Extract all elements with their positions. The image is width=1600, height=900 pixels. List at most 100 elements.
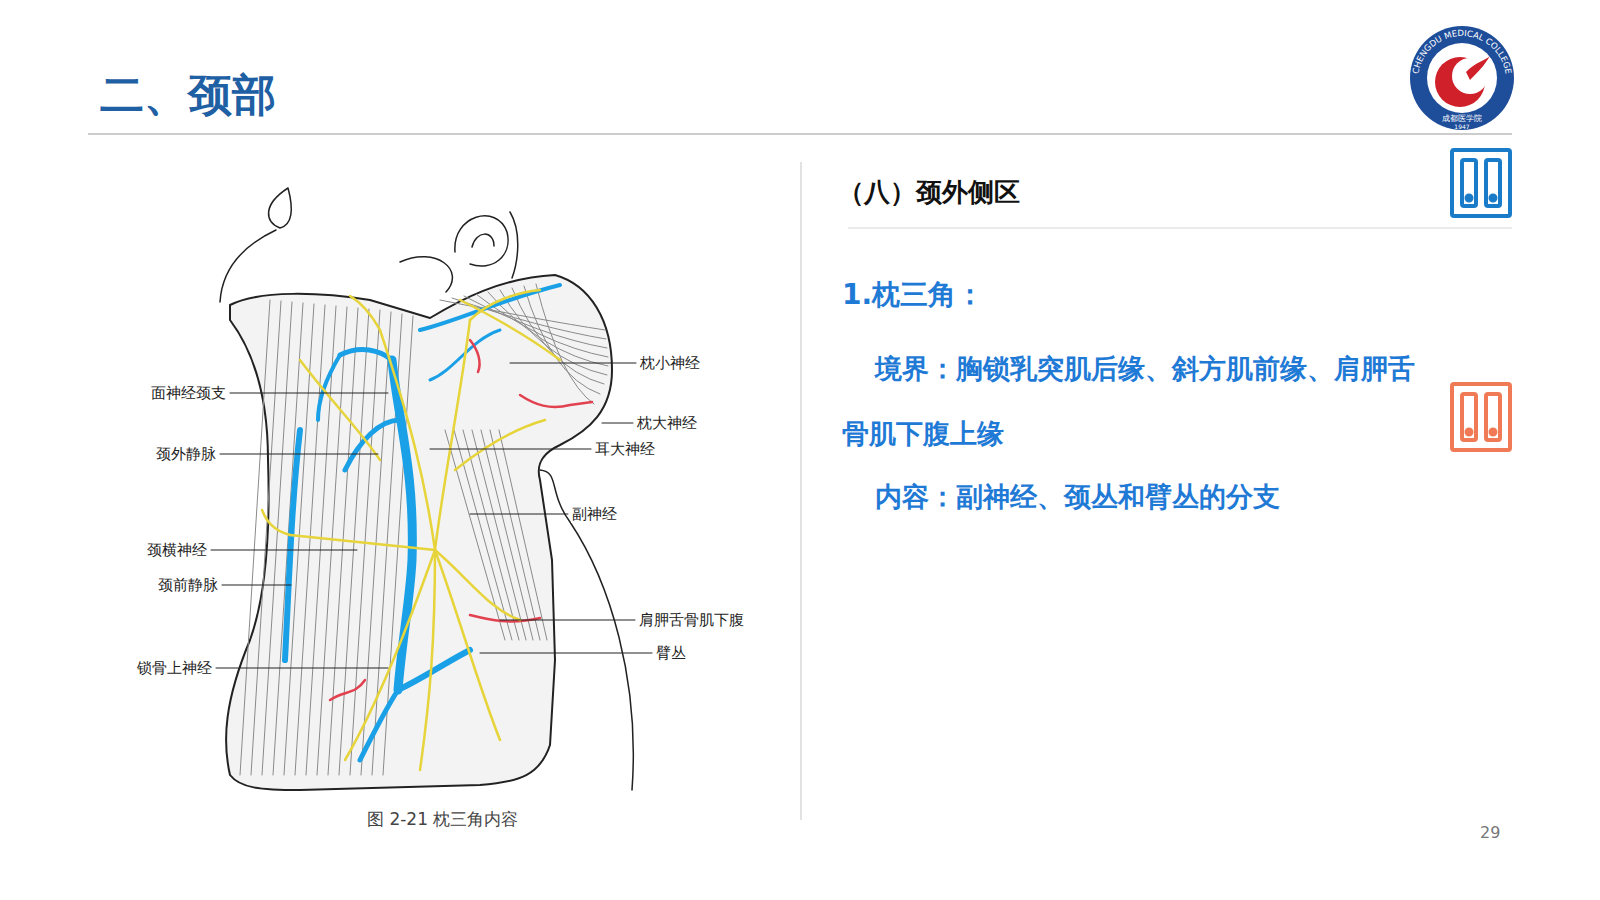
nerve <box>435 550 500 740</box>
head-outline <box>220 230 276 302</box>
structure-label: 锁骨上神经 <box>136 659 213 677</box>
leader-line <box>220 454 378 455</box>
figure-caption: 图 2-21 枕三角内容 <box>367 808 518 831</box>
nerve <box>345 550 435 760</box>
nerve <box>300 360 380 460</box>
leader-line <box>510 363 636 364</box>
dissection-field <box>226 275 612 790</box>
section-heading: （八）颈外侧区 <box>838 175 1020 210</box>
divider <box>800 162 801 820</box>
muscle-fibre <box>454 430 512 640</box>
neck-illustration <box>211 188 652 790</box>
boundary-text: 境界：胸锁乳突肌后缘、斜方肌前缘、肩胛舌骨肌下腹上缘 <box>842 336 1422 466</box>
leader-line <box>602 423 633 424</box>
logo-text: CHENGDU MEDICAL COLLEGE <box>1410 28 1513 75</box>
nerve <box>262 510 290 535</box>
nerve <box>290 535 435 550</box>
page-number: 29 <box>1480 823 1500 842</box>
leader-line <box>480 653 652 654</box>
artery <box>470 340 480 372</box>
section-rule <box>848 227 1512 228</box>
nerve <box>380 330 435 550</box>
muscle-fibre <box>536 284 594 404</box>
leader-lines <box>211 363 652 668</box>
muscle-fibre <box>284 304 314 775</box>
icon-frame <box>1452 384 1510 450</box>
sternocleidomastoid-fibres <box>240 300 413 775</box>
deep-muscle-fibres <box>445 430 547 640</box>
structure-label: 肩胛舌骨肌下腹 <box>638 611 745 629</box>
structure-label: 颈外静脉 <box>155 445 217 463</box>
nerves <box>262 290 560 770</box>
muscle-fibre <box>464 296 607 348</box>
logo-ring <box>1410 26 1514 130</box>
muscle-fibre <box>240 300 270 775</box>
icon-dot <box>1491 196 1496 201</box>
college-logo: CHENGDU MEDICAL COLLEGE 成都医学院 1947 <box>1410 26 1514 130</box>
logo-bird <box>1466 56 1490 80</box>
vein-branch <box>340 350 392 360</box>
muscle-fibre <box>262 302 292 775</box>
structure-label: 面神经颈支 <box>150 384 227 402</box>
trapezius-fibres <box>440 284 608 404</box>
leader-line <box>211 550 357 551</box>
head-outline <box>400 212 518 292</box>
structure-label: 臂丛 <box>655 644 687 662</box>
icon-bar <box>1462 394 1476 440</box>
logo-inner <box>1427 43 1497 113</box>
muscle-fibre <box>500 290 607 375</box>
icon-bar <box>1486 160 1500 206</box>
vein-branch <box>360 690 398 760</box>
anterior-jugular-vein <box>285 430 300 660</box>
chin-outline <box>269 188 292 228</box>
structure-label: 副神经 <box>571 505 618 523</box>
artery <box>520 395 592 407</box>
muscle-fibre <box>524 286 600 394</box>
arteries <box>330 340 592 700</box>
structure-label: 耳大神经 <box>594 440 656 458</box>
subheading: 1.枕三角： <box>842 276 984 314</box>
muscle-fibre <box>499 430 547 640</box>
ear-outline <box>455 216 508 266</box>
structure-label: 枕大神经 <box>636 414 698 432</box>
leader-line <box>470 514 568 515</box>
title-rule <box>88 133 1512 134</box>
nerve <box>435 550 520 620</box>
muscle-fibre <box>295 305 325 775</box>
vein-branch <box>398 650 470 690</box>
leader-line <box>230 393 388 394</box>
slide-title: 二、颈部 <box>100 66 276 125</box>
icon-orange <box>1452 384 1510 450</box>
nerve <box>350 296 380 330</box>
vein-branch <box>420 285 560 330</box>
icon-frame <box>1452 150 1510 216</box>
accessory-nerve <box>455 420 545 470</box>
structure-label: 颈前静脉 <box>157 576 219 594</box>
muscle-fibre <box>452 298 606 339</box>
logo-year: 1947 <box>1454 123 1469 130</box>
logo-text: CHENGDU MEDICAL COLLEGE <box>1410 28 1513 75</box>
content-text: 内容：副神经、颈丛和臂丛的分支 <box>842 464 1422 529</box>
leader-line <box>500 620 635 621</box>
artery <box>330 680 365 700</box>
veins <box>285 285 560 760</box>
nerve <box>435 320 470 550</box>
leader-line <box>222 585 291 586</box>
structure-label: 枕小神经 <box>639 354 701 372</box>
nerve <box>470 290 540 320</box>
muscle-fibre <box>463 430 519 640</box>
icon-bar <box>1462 160 1476 206</box>
vein-branch <box>345 420 400 470</box>
leader-line <box>430 449 591 450</box>
icon-dot <box>1467 196 1472 201</box>
muscle-fibre <box>251 301 281 775</box>
muscle-fibre <box>273 303 303 775</box>
nerve <box>420 550 435 770</box>
leader-line <box>216 668 388 669</box>
icon-dot <box>1467 430 1472 435</box>
structure-label: 颈横神经 <box>146 541 208 559</box>
muscle-fibre <box>481 430 533 640</box>
icon-blue <box>1452 150 1510 216</box>
icon-dot <box>1491 430 1496 435</box>
